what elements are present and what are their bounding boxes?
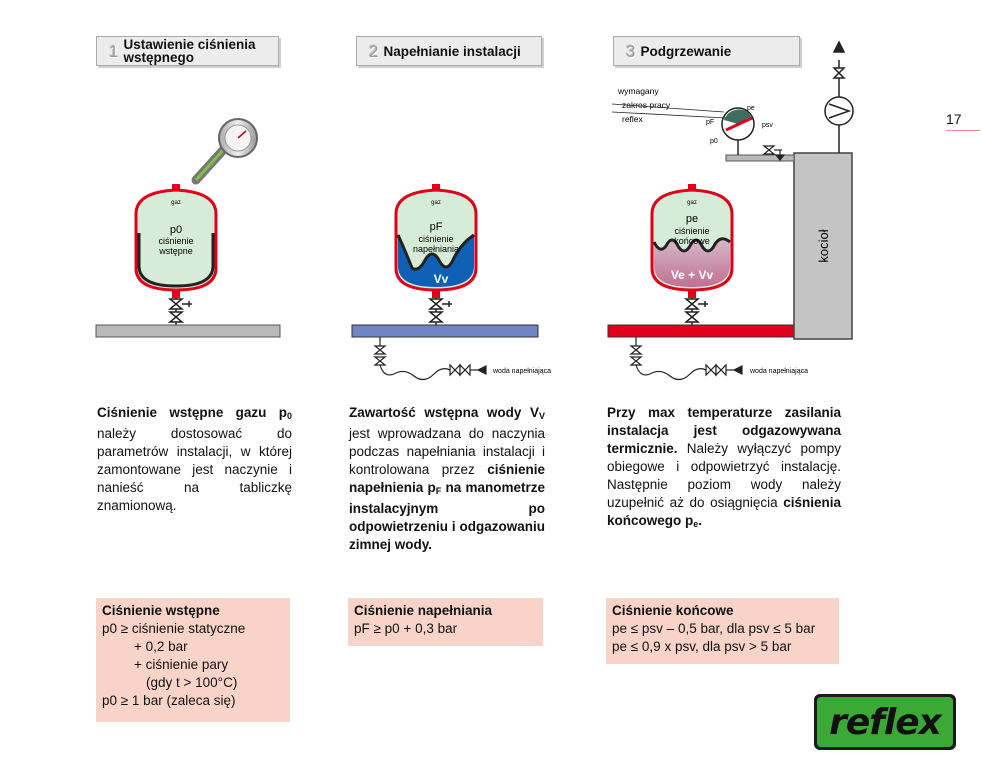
step3-text: Przy max temperaturze zasilania instalac…: [607, 405, 841, 529]
step1-vessel: [134, 184, 218, 298]
step2-water-label: woda napełniająca: [492, 368, 551, 375]
step2-formula-title: Ciśnienie napełniania: [354, 603, 493, 618]
step2-gas-label: gaz: [431, 200, 441, 206]
step3-water-label: woda napełniająca: [749, 368, 808, 375]
gauge-caption-2: zakres pracy: [622, 100, 671, 110]
step2-title: Napełnianie instalacji: [383, 43, 521, 59]
step1-vessel-label-2: wstępne: [158, 246, 193, 256]
step1-pipe: [95, 324, 281, 338]
step3-formula-line: pe ≤ psv – 0,5 bar, dla psv ≤ 5 bar: [612, 621, 816, 636]
manometer-icon: [721, 107, 755, 141]
gauge-pipe: [725, 154, 795, 162]
step3-header: 3 Podgrzewanie: [613, 36, 800, 66]
step2-vessel-label-2: napełniania: [413, 244, 459, 254]
step3-number: 3: [626, 41, 636, 61]
step1-vessel-label-1: ciśnienie: [158, 236, 193, 246]
diagrams: gaz p0 ciśnienie wstępne gaz pF ciśnieni…: [95, 40, 854, 381]
step1-formula-line: + ciśnienie pary: [134, 657, 229, 672]
step2-vessel-label-1: ciśnienie: [418, 234, 453, 244]
step3-title: Podgrzewanie: [640, 43, 732, 59]
step2-diagram: gaz pF ciśnienie napełniania Vv woda nap…: [351, 184, 551, 381]
step1-title: Ustawienie ciśnienia wstępnego: [123, 37, 256, 65]
step1-formula-line: + 0,2 bar: [134, 639, 188, 654]
safety-valve-icon: [762, 145, 786, 161]
pump-icon: [824, 40, 854, 153]
reflex-logo: reflex: [814, 694, 956, 750]
step1-gas-label: gaz: [171, 200, 181, 206]
step3-formula-box: Ciśnienie końcowe pe ≤ psv – 0,5 bar, dl…: [606, 598, 839, 664]
gauge-p0: p0: [710, 138, 718, 145]
step2-text: Zawartość wstępna wody VV jest wprowadza…: [349, 405, 545, 552]
step3-vessel-label-1: ciśnienie: [674, 226, 709, 236]
step2-formula-box: Ciśnienie napełniania pF ≥ p0 + 0,3 bar: [348, 598, 543, 646]
step3-formula-title: Ciśnienie końcowe: [612, 603, 734, 618]
logo-text: reflex: [829, 701, 942, 743]
step1-vessel-p: p0: [170, 224, 182, 236]
step3-valve-icon: [683, 298, 708, 325]
step1-formula-box: Ciśnienie wstępne p0 ≥ ciśnienie statycz…: [96, 598, 290, 722]
page-number: 17: [946, 111, 962, 127]
step1-formula-title: Ciśnienie wstępne: [102, 603, 220, 618]
page-number-underline: [946, 130, 980, 131]
step3-gas-label: gaz: [687, 200, 697, 206]
step1-formula-line: (gdy t > 100°C): [146, 675, 238, 690]
step2-fill-line: [373, 337, 487, 381]
step2-formula-line: pF ≥ p0 + 0,3 bar: [354, 621, 458, 636]
gauge-caption-1: wymagany: [617, 86, 659, 96]
gauge-caption-3: reflex: [622, 114, 644, 124]
step3-vessel: [650, 184, 734, 298]
step3-diagram: gaz pe ciśnienie końcowe Ve + Vv kocioł: [607, 40, 854, 381]
step2-vessel: [394, 184, 478, 298]
step2-vessel-p: pF: [430, 221, 443, 233]
boiler-label: kocioł: [816, 229, 831, 262]
step3-pipe: [607, 324, 795, 338]
step3-fill-line: [629, 337, 743, 381]
step1-formula-line: p0 ≥ 1 bar (zaleca się): [102, 693, 236, 708]
gauge-pf: pF: [706, 119, 714, 126]
step1-text: Ciśnienie wstępne gazu p0 należy dostoso…: [97, 405, 292, 513]
step2-pipe: [351, 324, 539, 338]
step3-vessel-label-2: końcowe: [674, 236, 710, 246]
step2-header: 2 Napełnianie instalacji: [356, 36, 542, 66]
step1-header: 1 Ustawienie ciśnienia wstępnego: [96, 36, 279, 66]
psv-label: psv: [762, 122, 773, 129]
step2-water-volume: Vv: [434, 272, 449, 286]
step3-vessel-p: pe: [686, 213, 698, 225]
step3-formula-line: pe ≤ 0,9 x psv, dla psv > 5 bar: [612, 639, 792, 654]
boiler: [793, 152, 853, 340]
tyre-gauge-icon: [191, 118, 258, 185]
gauge-pe: pe: [747, 105, 755, 112]
step1-number: 1: [109, 41, 119, 61]
step3-water-volume: Ve + Vv: [671, 268, 714, 282]
step1-formula-line: p0 ≥ ciśnienie statyczne: [102, 621, 246, 636]
step1-diagram: gaz p0 ciśnienie wstępne: [95, 118, 281, 338]
step2-valve-icon: [427, 298, 452, 325]
step2-number: 2: [369, 41, 379, 61]
step1-valve-icon: [167, 298, 192, 325]
